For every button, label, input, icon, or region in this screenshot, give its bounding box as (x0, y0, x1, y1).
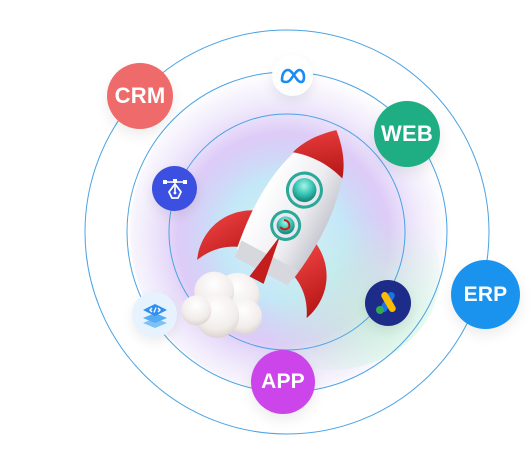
google-ads-icon (376, 292, 396, 314)
web-label: WEB (381, 121, 433, 146)
app-label: APP (261, 370, 305, 393)
pen-tool-icon (162, 178, 187, 199)
meta-badge[interactable] (272, 55, 313, 96)
code-layers-badge[interactable] (132, 292, 177, 337)
code-layers-icon (142, 303, 167, 328)
meta-logo-icon (280, 68, 305, 83)
erp-label: ERP (463, 282, 508, 306)
pen-tool-badge[interactable] (152, 166, 197, 211)
crm-badge[interactable]: CRM (107, 63, 173, 129)
app-badge[interactable]: APP (251, 350, 315, 414)
erp-badge[interactable]: ERP (451, 260, 520, 329)
web-badge[interactable]: WEB (374, 101, 440, 167)
crm-label: CRM (114, 83, 166, 108)
google-ads-badge[interactable] (365, 280, 411, 326)
